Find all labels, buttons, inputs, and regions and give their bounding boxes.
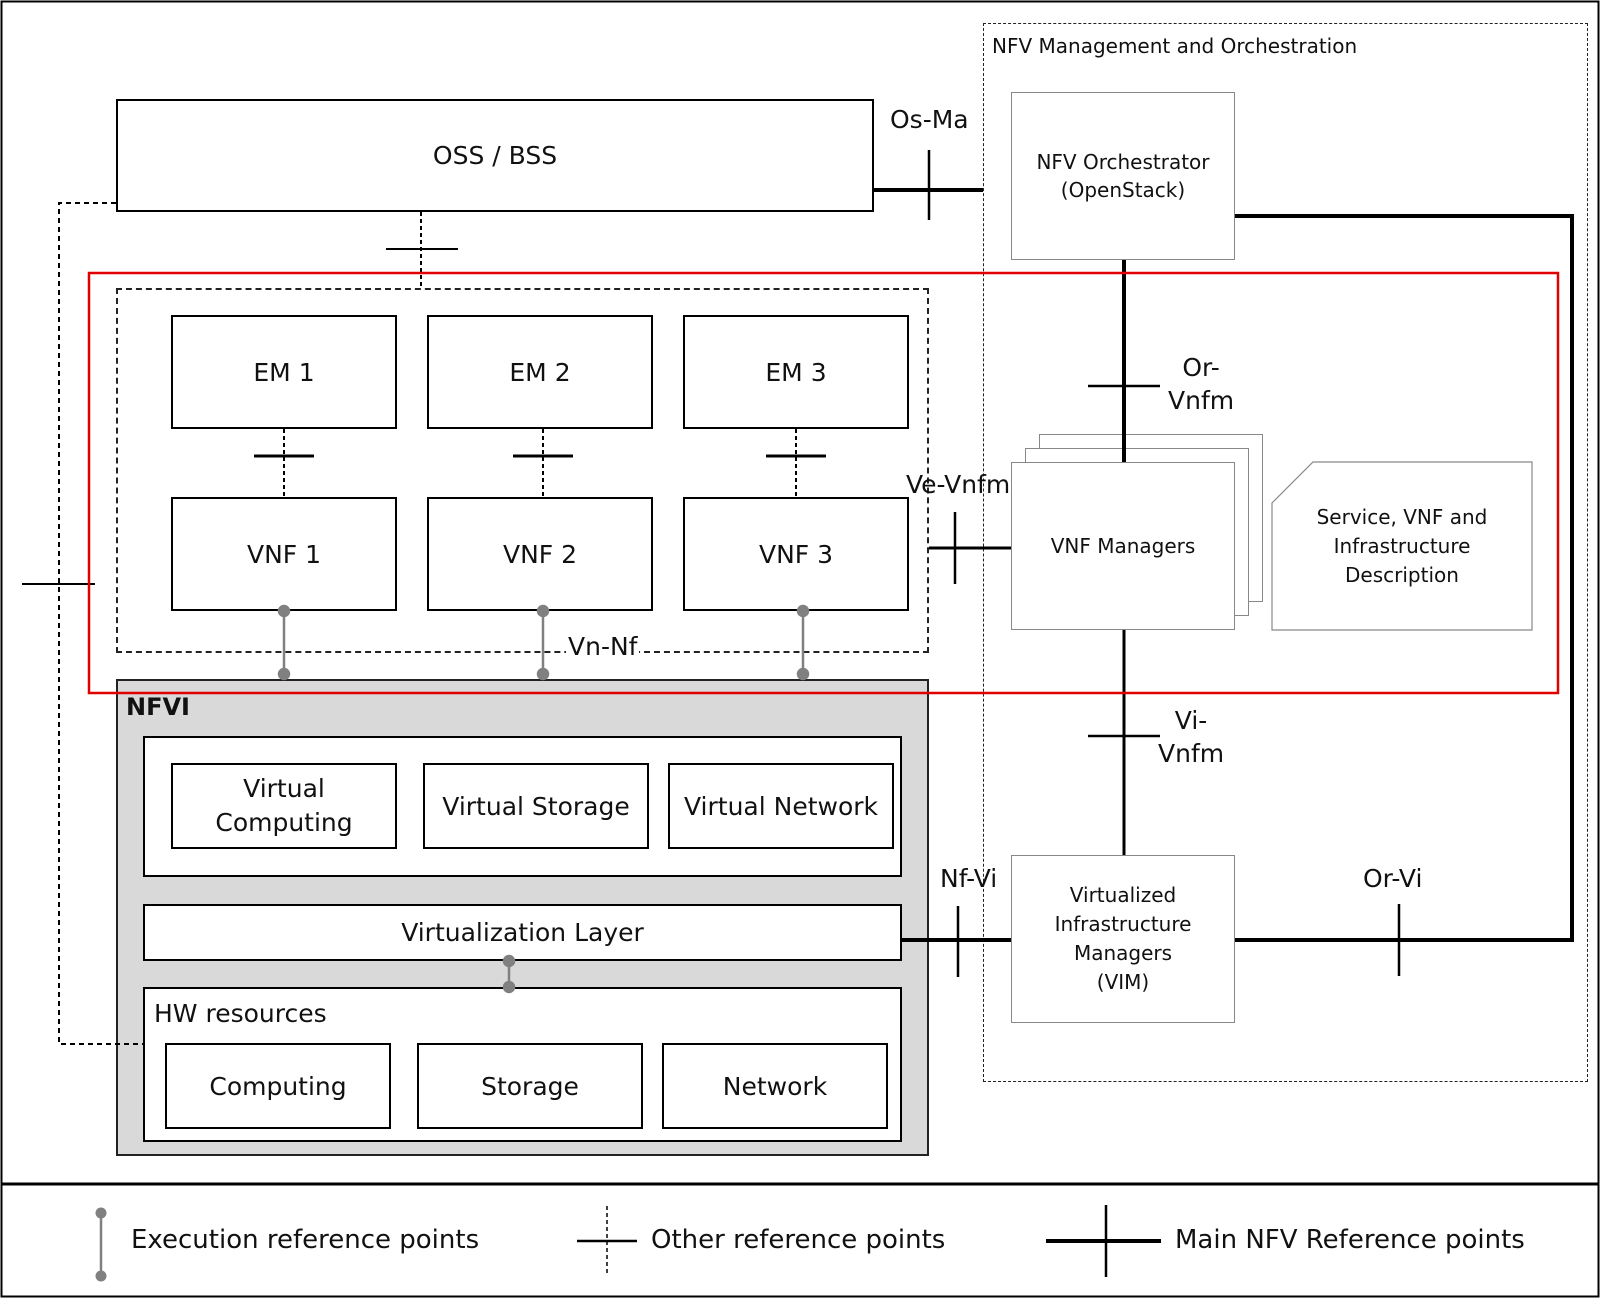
oss-hw-dotted-link [58, 202, 143, 1045]
mano-title: NFV Management and Orchestration [992, 34, 1358, 58]
em1-box: EM 1 [171, 315, 397, 429]
virtual-computing-box: Virtual Computing [171, 763, 397, 849]
ve-vnfm-label: Ve-Vnfm [906, 470, 1011, 499]
mano-container [983, 23, 1588, 1082]
legend-main-label: Main NFV Reference points [1175, 1225, 1525, 1255]
legend-execution-label: Execution reference points [131, 1225, 480, 1255]
vnf2-exec-dot-bottom [536, 667, 550, 681]
or-vi-label: Or-Vi [1363, 864, 1423, 893]
vnf1-exec-dot-top [277, 604, 291, 618]
nfv-orchestrator-box: NFV Orchestrator (OpenStack) [1011, 92, 1235, 260]
vnf-managers-box: VNF Managers [1011, 462, 1235, 630]
vnf2-exec-dot-top [536, 604, 550, 618]
oss-bss-box: OSS / BSS [116, 99, 874, 212]
nf-vi-label: Nf-Vi [940, 864, 998, 893]
computing-box: Computing [165, 1043, 391, 1129]
os-ma-label: Os-Ma [890, 105, 969, 134]
vnf1-box: VNF 1 [171, 497, 397, 611]
legend-glyphs [95, 1205, 1161, 1282]
or-vnfm-label: Or- Vnfm [1168, 353, 1235, 415]
legend-execution-dot-bottom [95, 1270, 107, 1282]
virt-hw-exec-dot-bottom [502, 980, 516, 994]
hw-resources-label: HW resources [154, 999, 327, 1028]
em3-box: EM 3 [683, 315, 909, 429]
em2-box: EM 2 [427, 315, 653, 429]
descriptor-label: Service, VNF and Infrastructure Descript… [1316, 504, 1488, 587]
vnf3-box: VNF 3 [683, 497, 909, 611]
virtual-network-box: Virtual Network [668, 763, 894, 849]
storage-box: Storage [417, 1043, 643, 1129]
vn-nf-label: Vn-Nf [566, 631, 640, 664]
nfvi-title: NFVI [126, 693, 190, 721]
virtualization-layer-box: Virtualization Layer [143, 904, 902, 961]
vnf1-exec-dot-bottom [277, 667, 291, 681]
virtual-storage-box: Virtual Storage [423, 763, 649, 849]
network-box: Network [662, 1043, 888, 1129]
vnf2-box: VNF 2 [427, 497, 653, 611]
vnf3-exec-dot-bottom [796, 667, 810, 681]
or-vi-link [1235, 214, 1574, 942]
legend-execution-dot-top [95, 1207, 107, 1219]
highlight-rectangle [87, 271, 1560, 695]
vnf-group [116, 288, 929, 653]
vim-box: Virtualized Infrastructure Managers (VIM… [1011, 855, 1235, 1023]
vnf3-exec-dot-top [796, 604, 810, 618]
virt-hw-exec-dot-top [502, 954, 516, 968]
vi-vnfm-label: Vi- Vnfm [1158, 706, 1225, 768]
legend-other-label: Other reference points [651, 1225, 946, 1255]
descriptor-shape [1271, 461, 1533, 631]
